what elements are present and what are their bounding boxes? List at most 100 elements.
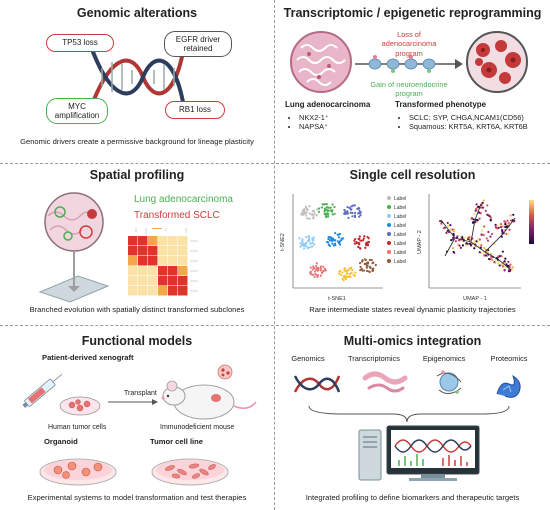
tsne-point <box>312 265 315 268</box>
tsne-point <box>333 205 336 209</box>
umap-point <box>489 216 493 219</box>
tsne-point <box>327 238 330 241</box>
tsne-point <box>325 203 328 206</box>
umap-point <box>476 219 479 222</box>
umap-point <box>482 233 485 237</box>
heatmap-cell <box>178 276 188 286</box>
tsne-point <box>338 240 341 244</box>
tsne-point <box>307 235 310 238</box>
pseudotime-colorbar <box>529 200 534 244</box>
umap-point <box>496 227 499 230</box>
umap-point <box>473 212 476 215</box>
tsne-point <box>331 237 335 240</box>
tsne-point <box>326 215 330 218</box>
umap-point <box>446 229 449 232</box>
omics-label-genomics: Genomics <box>291 354 325 363</box>
tsne-point <box>343 212 346 215</box>
umap-point <box>475 240 478 243</box>
tsne-point <box>366 243 369 247</box>
tsne-point <box>313 267 316 270</box>
umap-point <box>508 228 511 231</box>
tsne-point <box>365 269 369 273</box>
heatmap-cell <box>158 286 168 296</box>
tsne-point <box>357 237 360 240</box>
tsne-point <box>349 267 353 270</box>
umap-point <box>475 209 478 212</box>
tsne-point <box>338 270 341 273</box>
tsne-point <box>317 207 321 210</box>
tsne-legend-label: Label <box>394 259 406 265</box>
tsne-point <box>312 236 315 239</box>
tsne-point <box>301 238 304 241</box>
umap-point <box>457 243 460 246</box>
tsne-point <box>334 239 337 242</box>
heatmap-cell <box>138 276 148 286</box>
heatmap-color-key <box>152 228 162 229</box>
tsne-point <box>355 242 358 245</box>
tsne-point <box>298 237 301 240</box>
tsne-point <box>320 206 323 209</box>
umap-point <box>484 254 488 257</box>
tsne-point <box>330 210 334 213</box>
tsne-point <box>351 211 354 215</box>
tsne-legend-swatch <box>387 223 391 227</box>
heatmap-cell <box>158 246 168 256</box>
tsne-point <box>336 233 339 236</box>
tsne-legend-label: Label <box>394 232 406 238</box>
heatmap-cell <box>128 266 138 276</box>
genomic-title: Genomic alterations <box>76 6 198 20</box>
heatmap-cell <box>128 236 138 246</box>
umap-point <box>496 262 500 265</box>
umap-point <box>465 244 468 247</box>
spatial-sclc-label: Transformed SCLC <box>134 210 220 221</box>
umap-point <box>458 239 461 242</box>
tsne-point <box>344 274 347 278</box>
umap-point <box>480 244 483 247</box>
dna-helix-icon <box>91 50 185 104</box>
tsne-point <box>369 266 372 269</box>
umap-point <box>452 228 456 231</box>
tsne-point <box>351 268 354 272</box>
luad-marker-list: NKX2-1⁺ NAPSA⁺ <box>289 113 329 132</box>
tsne-point <box>350 208 353 211</box>
tsne-point <box>313 275 316 279</box>
umap-point <box>461 244 465 247</box>
tsne-point <box>310 245 314 248</box>
tsne-point <box>319 269 322 272</box>
heatmap-cell <box>158 256 168 266</box>
tsne-point <box>367 237 370 240</box>
culture-dishes <box>39 458 229 486</box>
tsne-point <box>300 243 303 247</box>
tsne-point <box>365 262 368 265</box>
transformed-marker: Squamous: KRT5A, KRT6A, KRT6B <box>409 122 537 131</box>
heatmap-cell <box>178 236 188 246</box>
umap-point <box>473 240 476 243</box>
tsne-point <box>367 270 371 273</box>
tsne-point <box>310 213 313 216</box>
heatmap-cell <box>148 266 158 276</box>
heatmap-cell <box>138 266 148 276</box>
umap-point <box>478 251 481 254</box>
umap-point <box>496 224 499 227</box>
umap-point <box>480 206 483 209</box>
tsne-point <box>308 205 311 208</box>
tsne-point <box>358 262 362 265</box>
umap-point <box>440 222 443 225</box>
tsne-point <box>353 215 357 219</box>
tsne-point <box>359 268 362 272</box>
umap-point <box>472 218 475 221</box>
tsne-point <box>361 269 364 272</box>
tsne-point <box>326 206 329 209</box>
heatmap-cell <box>128 246 138 256</box>
tsne-point <box>346 205 349 209</box>
tsne-point <box>326 209 329 212</box>
horizontal-divider-1 <box>0 163 550 164</box>
heatmap-cell <box>158 236 168 246</box>
tsne-legend-swatch <box>387 241 391 245</box>
tsne-legend-label: Label <box>394 214 406 220</box>
tsne-point <box>305 235 308 239</box>
tsne-ylabel: t-SNE2 <box>280 233 286 251</box>
tsne-point <box>321 203 324 206</box>
umap-point <box>490 258 494 262</box>
heatmap-cell <box>148 256 158 266</box>
